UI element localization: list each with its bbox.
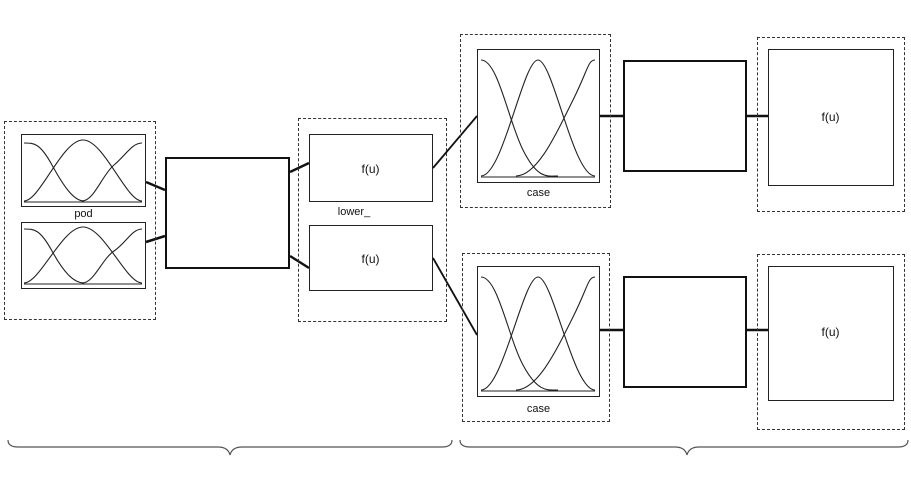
membership-function-curves: [23, 139, 143, 203]
output-group-frame-lower: [757, 254, 905, 430]
mf-group-frame-lower: [462, 253, 610, 422]
output-function-block-lower: f(u): [768, 266, 894, 401]
input-mf-plot-1: [21, 134, 146, 207]
function-label: f(u): [361, 162, 380, 176]
rule-block-left: [165, 157, 290, 269]
membership-function-curves: [480, 276, 596, 392]
output-mf-plot-lower: [477, 266, 600, 397]
function-label: f(u): [361, 252, 380, 266]
membership-function-curves: [23, 226, 143, 285]
function-label: f(u): [821, 325, 840, 339]
function-caption-upper: lower_: [337, 206, 371, 218]
function-block-lower: f(u): [309, 225, 433, 291]
input-mf-plot-2: [21, 222, 146, 289]
input-group-frame: [4, 121, 156, 320]
function-label: f(u): [821, 110, 840, 124]
function-block-upper: f(u): [309, 134, 433, 202]
output-mf-plot-upper: [477, 49, 600, 183]
rule-block-right-upper: [623, 60, 747, 172]
membership-function-curves: [480, 59, 596, 178]
input-mf-label-1: pod: [74, 208, 93, 220]
output-group-frame-upper: [757, 37, 905, 212]
mf-group-frame-upper: [460, 34, 611, 208]
output-mf-label-lower: case: [526, 403, 551, 415]
function-group-frame: [298, 118, 447, 322]
rule-block-right-lower: [623, 276, 747, 388]
output-mf-label-upper: case: [526, 187, 551, 199]
output-function-block-upper: f(u): [768, 49, 894, 186]
